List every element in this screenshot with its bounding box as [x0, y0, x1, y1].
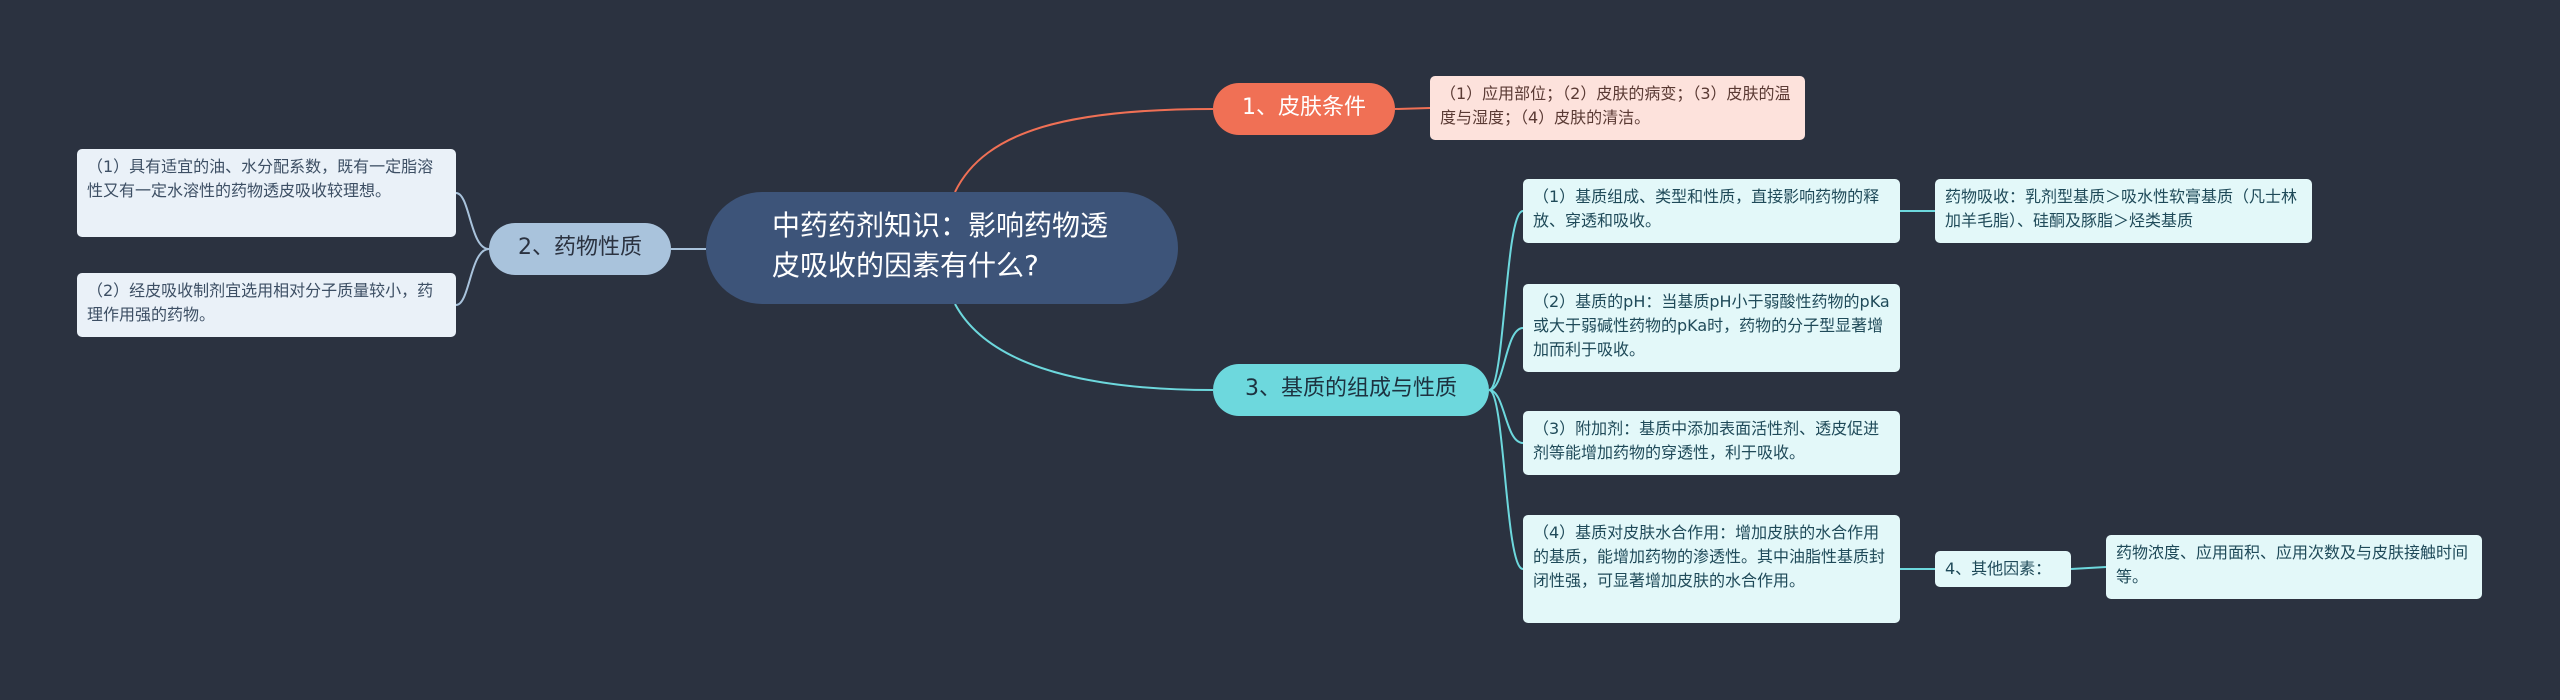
link-root-skin [954, 108, 1214, 193]
drug-property-item-2[interactable]: （2）经皮吸收制剂宜选用相对分子质量较小，药理作用强的药物。 [77, 273, 456, 337]
base-item-1[interactable]: （1）基质组成、类型和性质，直接影响药物的释放、穿透和吸收。 [1523, 179, 1900, 243]
branch-base-composition[interactable]: 3、基质的组成与性质 [1213, 364, 1489, 416]
link-skin-item [1394, 107, 1431, 110]
base-item-2[interactable]: （2）基质的pH：当基质pH小于弱酸性药物的pKa或大于弱碱性药物的pKa时，药… [1523, 284, 1900, 372]
root-topic[interactable]: 中药药剂知识：影响药物透皮吸收的因素有什么? [706, 192, 1178, 304]
link-base-item3 [1488, 389, 1524, 444]
link-base-item4 [1488, 389, 1524, 570]
base-other-factors-detail[interactable]: 药物浓度、应用面积、应用次数及与皮肤接触时间等。 [2106, 535, 2482, 599]
base-item-3[interactable]: （3）附加剂：基质中添加表面活性剂、透皮促进剂等能增加药物的穿透性，利于吸收。 [1523, 411, 1900, 475]
skin-condition-detail[interactable]: （1）应用部位；（2）皮肤的病变；（3）皮肤的温度与湿度；（4）皮肤的清洁。 [1430, 76, 1805, 140]
base-other-factors[interactable]: 4、其他因素： [1935, 551, 2071, 587]
link-root-base [954, 303, 1214, 391]
link-drug-item2 [455, 248, 490, 306]
link-drug-item1 [455, 192, 490, 250]
link-base-item2 [1488, 327, 1524, 391]
branch-skin-condition[interactable]: 1、皮肤条件 [1213, 83, 1395, 135]
link-other-detail [2070, 566, 2107, 570]
link-base-item1 [1488, 210, 1524, 391]
drug-property-item-1[interactable]: （1）具有适宜的油、水分配系数，既有一定脂溶性又有一定水溶性的药物透皮吸收较理想… [77, 149, 456, 237]
branch-drug-property[interactable]: 2、药物性质 [489, 223, 671, 275]
base-item-4[interactable]: （4）基质对皮肤水合作用：增加皮肤的水合作用的基质，能增加药物的渗透性。其中油脂… [1523, 515, 1900, 623]
base-absorption-order[interactable]: 药物吸收：乳剂型基质＞吸水性软膏基质（凡士林加羊毛脂）、硅酮及豚脂＞烃类基质 [1935, 179, 2312, 243]
